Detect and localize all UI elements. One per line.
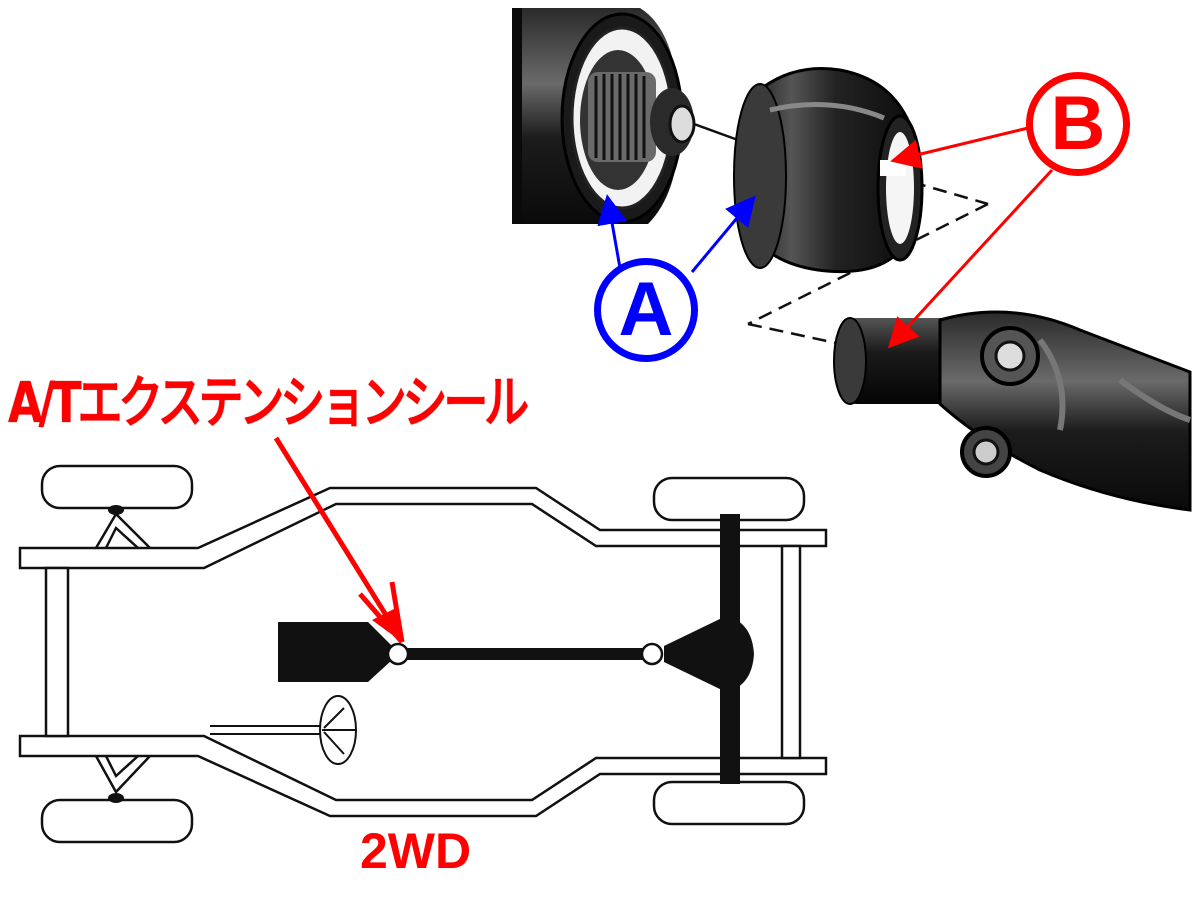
drive-type-label: 2WD [360, 823, 472, 879]
differential [664, 616, 754, 692]
wheel-front-left [40, 464, 194, 510]
transmission-block [278, 622, 392, 682]
frame-rail-bottom [18, 734, 828, 818]
callout-b: B [1026, 72, 1130, 176]
wheel-front-right [40, 798, 194, 844]
joint-rear [640, 642, 664, 666]
callout-a: A [594, 258, 698, 362]
crossmember-front [44, 566, 70, 738]
frame-rail-top [18, 486, 828, 570]
extension-seal-part [733, 66, 924, 274]
steering-wheel [210, 695, 357, 765]
transmission-housing [512, 8, 696, 224]
wheel-rear-left [652, 476, 806, 522]
propeller-shaft-yoke [833, 310, 1192, 512]
callout-a-arrows [597, 194, 756, 273]
extension-seal-label: A/Tエクステンションシール [8, 371, 529, 436]
front-suspension-bottom [94, 755, 151, 795]
callout-b-arrows [887, 126, 1054, 349]
front-suspension-top [94, 511, 151, 549]
crossmember-rear [780, 544, 802, 760]
extension-seal-arrow [273, 436, 405, 644]
propeller-shaft [404, 648, 650, 660]
joint-front [386, 642, 410, 666]
chassis-diagram [18, 464, 828, 844]
output-shaft-splines [588, 72, 696, 162]
wheel-rear-right [652, 780, 806, 826]
